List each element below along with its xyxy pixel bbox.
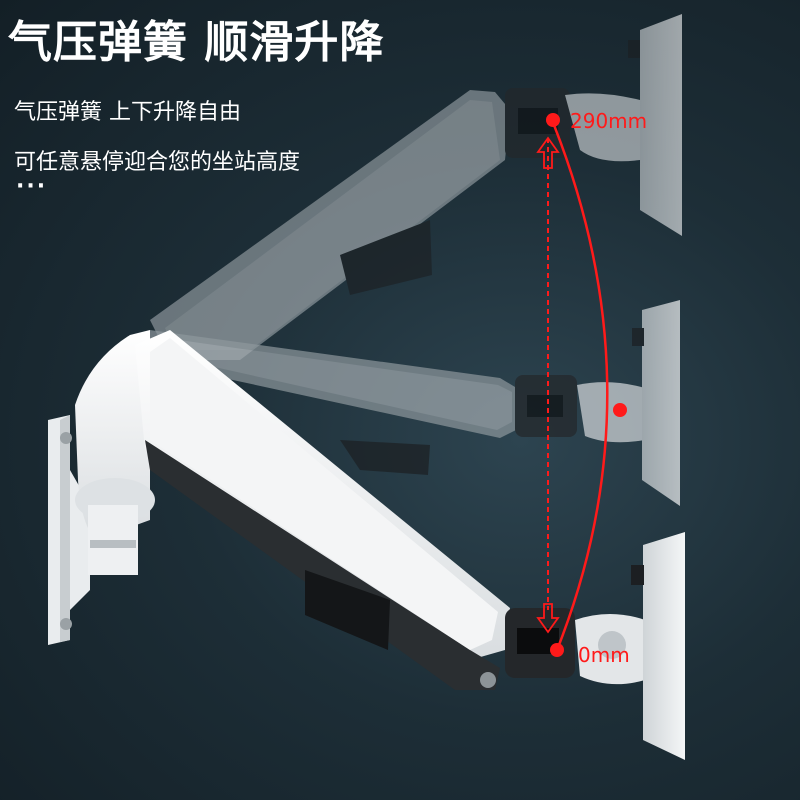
ellipsis: ··· [16,174,48,199]
ghost-arm-top [150,14,682,360]
height-label-top: 290mm [570,109,648,133]
middle-position-dot [613,403,627,417]
top-position-dot [546,113,560,127]
up-arrow-icon [536,136,560,169]
subtitle-line-1: 气压弹簧 上下升降自由 [14,100,241,125]
headline: 气压弹簧 顺滑升降 [8,17,385,68]
subtitle-line-2: 可任意悬停迎合您的坐站高度 [14,150,301,175]
height-range-annotation [536,113,627,657]
bottom-position-dot [550,643,564,657]
wall-mount-plate [48,415,90,645]
main-arm-bottom [75,330,685,760]
height-label-bottom: 0mm [578,643,630,667]
ghost-arm-middle [150,300,680,506]
down-arrow-icon [536,603,560,634]
